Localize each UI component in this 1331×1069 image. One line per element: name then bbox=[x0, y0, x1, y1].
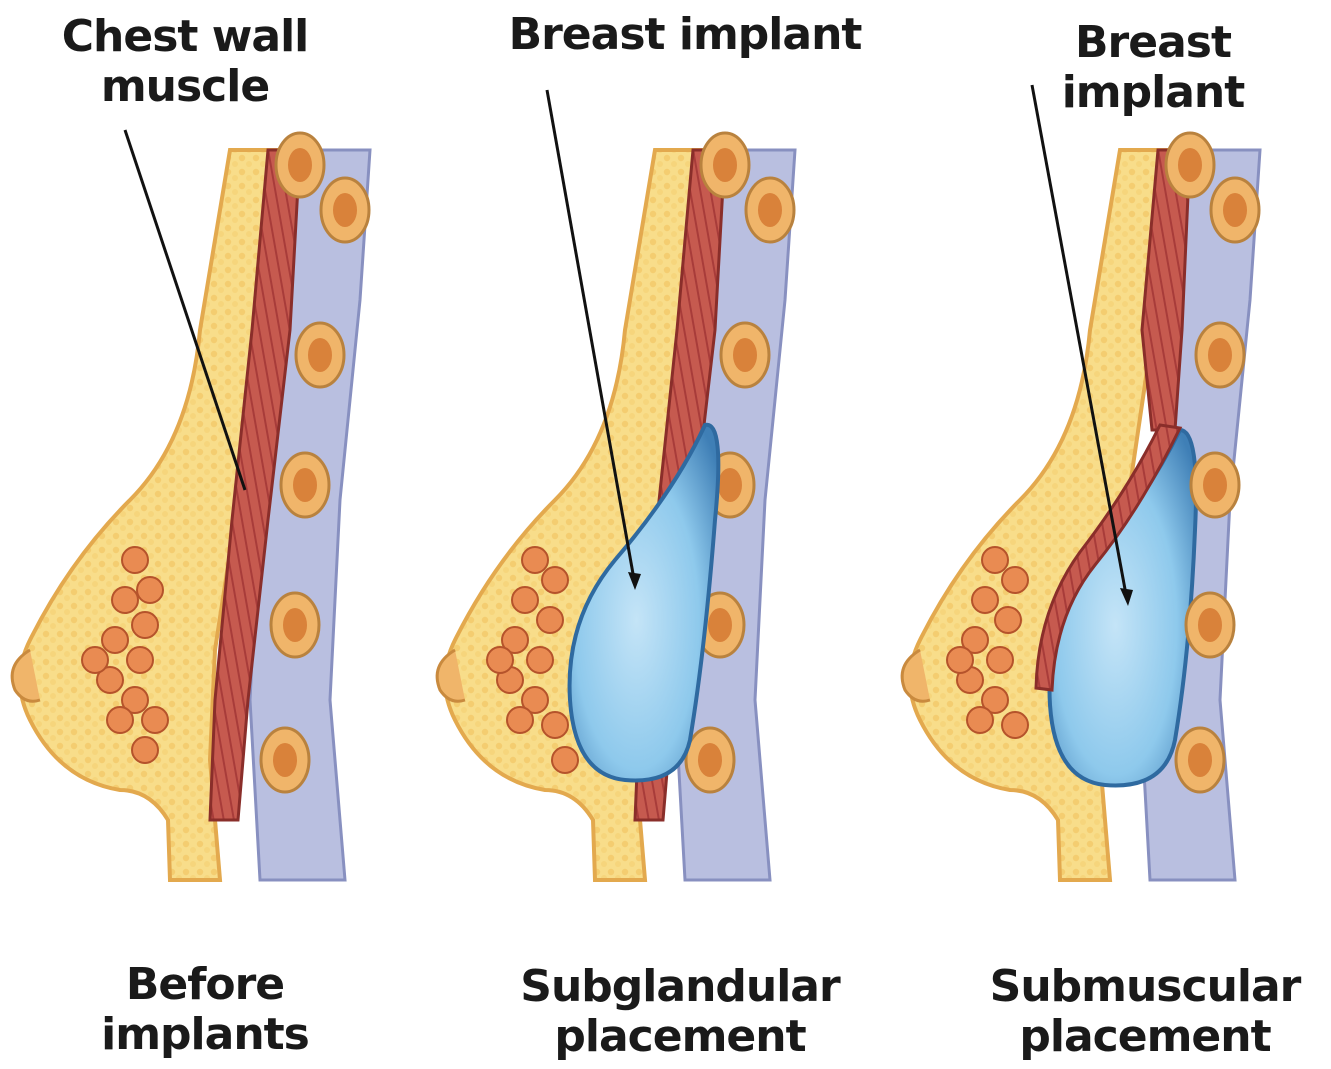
label-breast-implant-subglandular: Breast implant bbox=[505, 10, 865, 60]
label-before-implants: Before implants bbox=[55, 960, 355, 1060]
panel-before bbox=[12, 130, 370, 880]
label-breast-implant-submuscular: Breast implant bbox=[978, 18, 1328, 118]
label-subglandular-placement: Subglandular placement bbox=[505, 962, 855, 1062]
label-submuscular-placement: Submuscular placement bbox=[975, 962, 1315, 1062]
panel-subglandular bbox=[437, 90, 795, 880]
panel-submuscular bbox=[902, 85, 1260, 880]
label-chest-wall-muscle: Chest wall muscle bbox=[40, 12, 330, 112]
